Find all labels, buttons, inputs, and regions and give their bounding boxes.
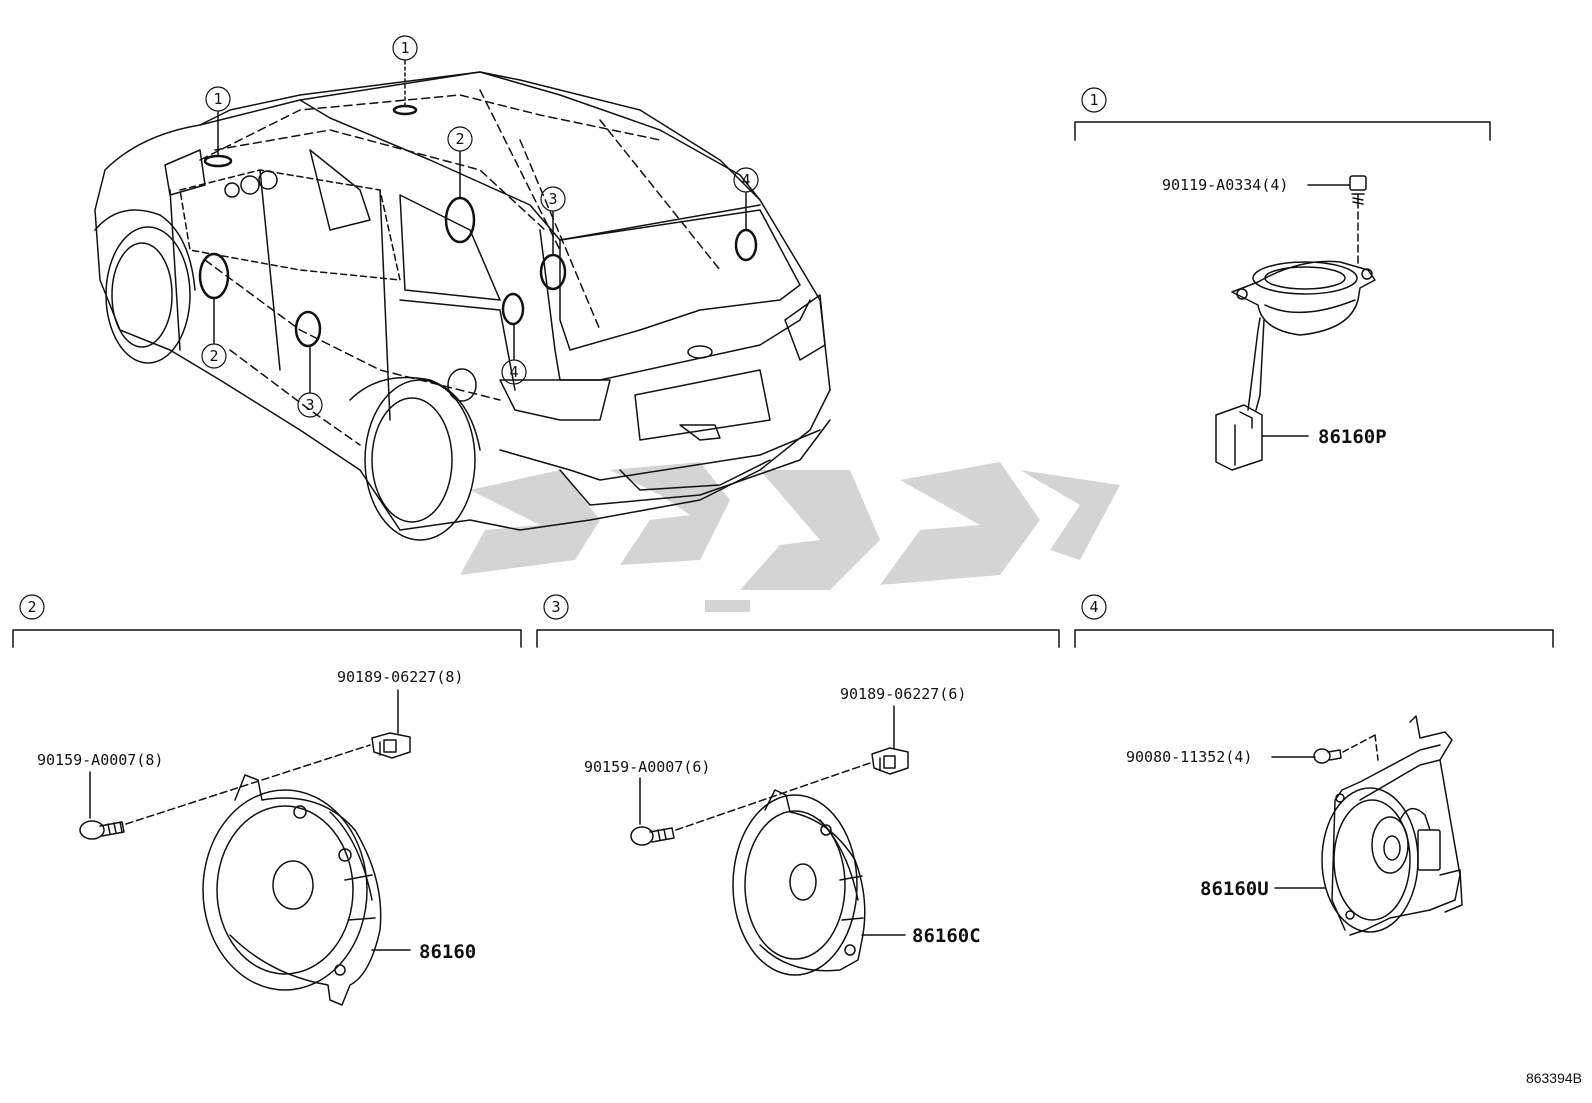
section-4-bolt-label: 90080-11352(4) <box>1126 748 1252 766</box>
section-2-bolt-label: 90159-A0007(8) <box>37 751 163 769</box>
callout-label-1-front: 1 <box>213 90 222 108</box>
tweeter-speaker-86160P <box>1215 260 1376 471</box>
section-1-bolt-label: 90119-A0334(4) <box>1162 176 1288 194</box>
quarter-speaker-screw <box>1313 748 1342 764</box>
callout-label-2-front: 2 <box>209 347 218 365</box>
section-1: 1 90119-A0334(4) 86160P <box>1074 87 1491 471</box>
callout-label-1-center: 1 <box>400 39 409 57</box>
section-2-speaker-label: 86160 <box>419 941 476 963</box>
door-speaker-clip-nut <box>371 732 411 759</box>
callout-label-2-rear: 2 <box>455 130 464 148</box>
section-3-speaker-label: 86160C <box>912 925 981 947</box>
section-3-bolt-label: 90159-A0007(6) <box>584 758 710 776</box>
section-3-clip-label: 90189-06227(6) <box>840 685 966 703</box>
section-2-marker: 2 <box>27 598 36 616</box>
section-4-marker: 4 <box>1089 598 1098 616</box>
rear-door-speaker-screw <box>630 826 675 846</box>
callout-label-3-rear: 3 <box>548 190 557 208</box>
section-3-marker: 3 <box>551 598 560 616</box>
section-4-speaker-label: 86160U <box>1200 878 1269 900</box>
vehicle-callouts <box>201 35 759 418</box>
door-speaker-86160 <box>202 774 382 1006</box>
vehicle-illustration <box>94 60 831 541</box>
watermark-logo <box>460 462 1120 612</box>
section-2-clip-label: 90189-06227(8) <box>337 668 463 686</box>
quarter-speaker-86160U <box>1321 715 1463 936</box>
figure-code: 863394B <box>1526 1070 1582 1086</box>
section-1-marker: 1 <box>1089 91 1098 109</box>
door-speaker-screw <box>79 820 125 840</box>
tweeter-screw <box>1349 175 1367 209</box>
section-3: 3 90189-06227(6) 90159-A0007(6) 861 <box>536 594 1060 976</box>
section-4: 4 90080-11352(4) 8616 <box>1074 594 1554 936</box>
section-1-speaker-label: 86160P <box>1318 426 1387 448</box>
rear-door-speaker-86160C <box>732 789 866 976</box>
callout-label-3-front: 3 <box>305 396 314 414</box>
rear-door-speaker-clip-nut <box>871 747 909 775</box>
callout-label-4-left: 4 <box>509 363 518 381</box>
section-2: 2 90189-06227(8) 90159-A0007(8) <box>12 594 522 1006</box>
callout-label-4-right: 4 <box>741 171 750 189</box>
